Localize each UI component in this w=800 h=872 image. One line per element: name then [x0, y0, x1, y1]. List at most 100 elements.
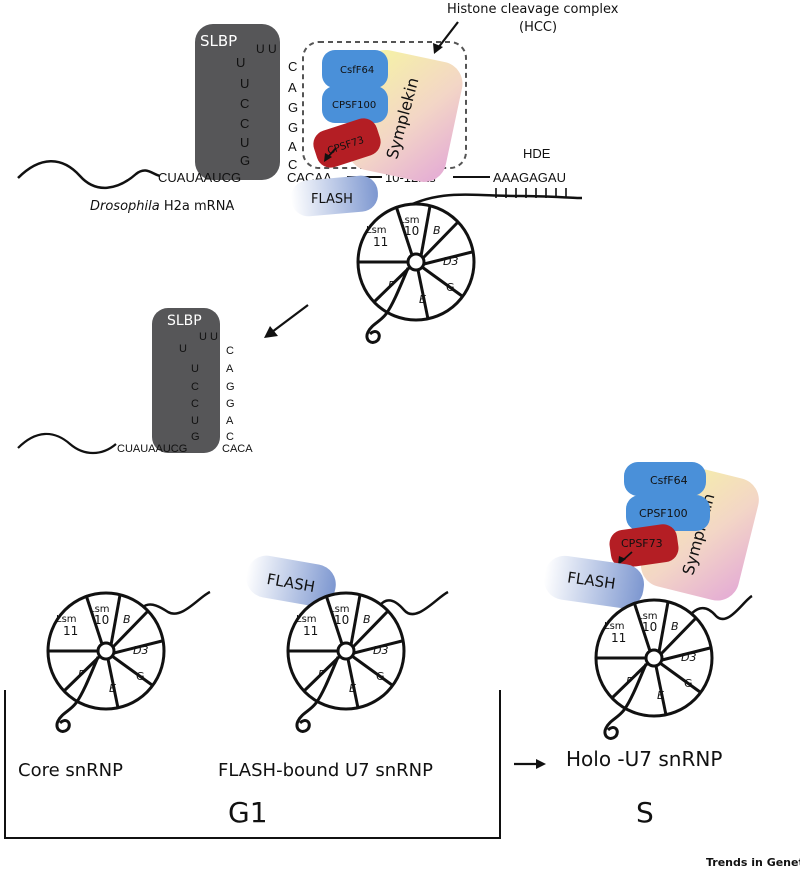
holo-cpsf100-label: CPSF100 [639, 507, 688, 520]
top-seg-e: E [419, 293, 426, 306]
top-slbp-box [195, 24, 280, 180]
top-stem-left-4: U [240, 135, 249, 150]
fb-seg-g: G [376, 670, 385, 683]
top-cpsf100 [322, 86, 388, 123]
top-seg-f: F [388, 279, 395, 292]
holo-csff64-label: CsfF64 [650, 474, 688, 487]
fb-seg-b: B [363, 613, 371, 626]
holo-lsm10-a: Lsm [637, 611, 658, 622]
journal-footer: Trends in Genetics [706, 856, 800, 869]
middle-stem-left-5: G [191, 431, 200, 443]
middle-stem-left-0: U [179, 343, 187, 355]
holo-label: Holo -U7 snRNP [566, 747, 722, 771]
fb-lsm10-b: 10 [334, 613, 349, 627]
top-stem-right-4: A [288, 139, 297, 154]
top-hcc-dashed-box [302, 41, 467, 169]
top-flash-label: FLASH [311, 192, 353, 207]
top-lsm11-b: 11 [373, 235, 388, 249]
middle-stem-right-2: G [226, 381, 235, 393]
core-lsm11-b: 11 [63, 624, 78, 638]
top-stem-right-1: A [288, 80, 297, 95]
top-stem-right-5: C [288, 157, 297, 172]
core-seg-g: G [136, 670, 145, 683]
holo-seg-b: B [671, 620, 679, 633]
middle-stem-right-0: C [226, 345, 234, 357]
top-lsm10-a: Lsm [399, 215, 420, 226]
holo-cpsf73-label: CPSF73 [621, 537, 663, 550]
flash-bound-snrnp: Lsm 11 Lsm 10 B D3 G E F [286, 591, 406, 733]
middle-stem-right-5: C [226, 431, 234, 443]
top-stem-right: C A G G A C [288, 59, 298, 172]
core-lsm10-b: 10 [94, 613, 109, 627]
top-stem-left: U U C C U G [236, 55, 250, 168]
middle-stem-right-1: A [226, 363, 234, 375]
middle-slbp-label: SLBP [167, 313, 202, 329]
fb-lsm10-a: Lsm [329, 604, 350, 615]
top-stem-right-2: G [288, 100, 298, 115]
fb-lsm11-b: 11 [303, 624, 318, 638]
middle-stem-left-2: C [191, 381, 199, 393]
fb-seg-f: F [318, 668, 325, 681]
top-csff64-label: CsfF64 [340, 65, 374, 76]
middle-mrna-wave [17, 432, 117, 455]
top-stem-right-0: C [288, 59, 297, 74]
middle-loop: U U [199, 331, 218, 343]
top-hde-label: HDE [523, 146, 551, 161]
holo-seg-f: F [626, 675, 633, 688]
middle-panel: SLBP U U U U C C U G C A G G A C CUAUAAU… [17, 308, 253, 455]
top-loop: U U [256, 42, 277, 56]
top-hde-seq: AAAGAGAU [493, 170, 566, 185]
holo-cpsf100 [626, 495, 710, 531]
bottom-panel: Lsm 11 Lsm 10 B D3 G E F Core snRNP FLAS… [4, 462, 800, 869]
top-slbp-label: SLBP [200, 32, 237, 50]
top-stem-left-5: G [240, 153, 250, 168]
top-mrna-left-seq: CUAUAAUCG [158, 170, 241, 185]
core-seg-b: B [123, 613, 131, 626]
top-lsm10-b: 10 [404, 224, 419, 238]
top-csff64 [322, 50, 388, 88]
core-lsm10-a: Lsm [89, 604, 110, 615]
top-mrna-wave [17, 160, 161, 190]
top-cpsf100-label: CPSF100 [332, 100, 376, 111]
middle-stem-left-4: U [191, 415, 199, 427]
top-lsm11-a: Lsm [366, 225, 387, 236]
middle-slbp-box [152, 308, 220, 453]
holo-lsm11-b: 11 [611, 631, 626, 645]
fb-seg-e: E [349, 682, 356, 695]
top-stem-left-3: C [240, 116, 249, 131]
middle-mrna-right-seq: CACA [222, 443, 253, 455]
top-u7-rna-line [399, 193, 583, 212]
holo-snrnp: Lsm 11 Lsm 10 B D3 G E F [594, 598, 714, 740]
holo-seg-e: E [657, 689, 664, 702]
top-seg-g: G [446, 281, 455, 294]
holo-seg-d3: D3 [681, 651, 696, 664]
s-label: S [636, 796, 654, 829]
core-seg-d3: D3 [133, 644, 148, 657]
g1-label: G1 [228, 796, 268, 829]
core-seg-f: F [78, 668, 85, 681]
top-panel: SLBP U U C C U G U U C A G G A C CUAUAAU… [17, 2, 619, 344]
top-stem-left-1: U [240, 76, 249, 91]
core-lsm11-a: Lsm [56, 614, 77, 625]
top-stem-left-2: C [240, 96, 249, 111]
middle-stem-right-3: G [226, 398, 235, 410]
holo-lsm11-a: Lsm [604, 621, 625, 632]
top-stem-right-3: G [288, 120, 298, 135]
top-hcc-title-line2: (HCC) [519, 20, 557, 35]
flash-bound-flash [246, 555, 336, 607]
top-hcc-title-line1: Histone cleavage complex [447, 2, 619, 17]
flash-bound-label: FLASH-bound U7 snRNP [218, 760, 433, 781]
holo-seg-g: G [684, 677, 693, 690]
core-seg-e: E [109, 682, 116, 695]
middle-stem-right-4: A [226, 415, 234, 427]
fb-seg-d3: D3 [373, 644, 388, 657]
core-snrnp: Lsm 11 Lsm 10 B D3 G E F [46, 591, 166, 733]
middle-stem-left-1: U [191, 363, 199, 375]
middle-arrow [271, 304, 309, 333]
g1-bracket [4, 690, 501, 839]
top-snrnp: Lsm 11 Lsm 10 B D3 G E F [356, 202, 476, 344]
top-seg-b: B [433, 224, 441, 237]
top-mrna-label: Drosophila H2a mRNA [90, 199, 234, 214]
top-seg-d3: D3 [443, 255, 458, 268]
